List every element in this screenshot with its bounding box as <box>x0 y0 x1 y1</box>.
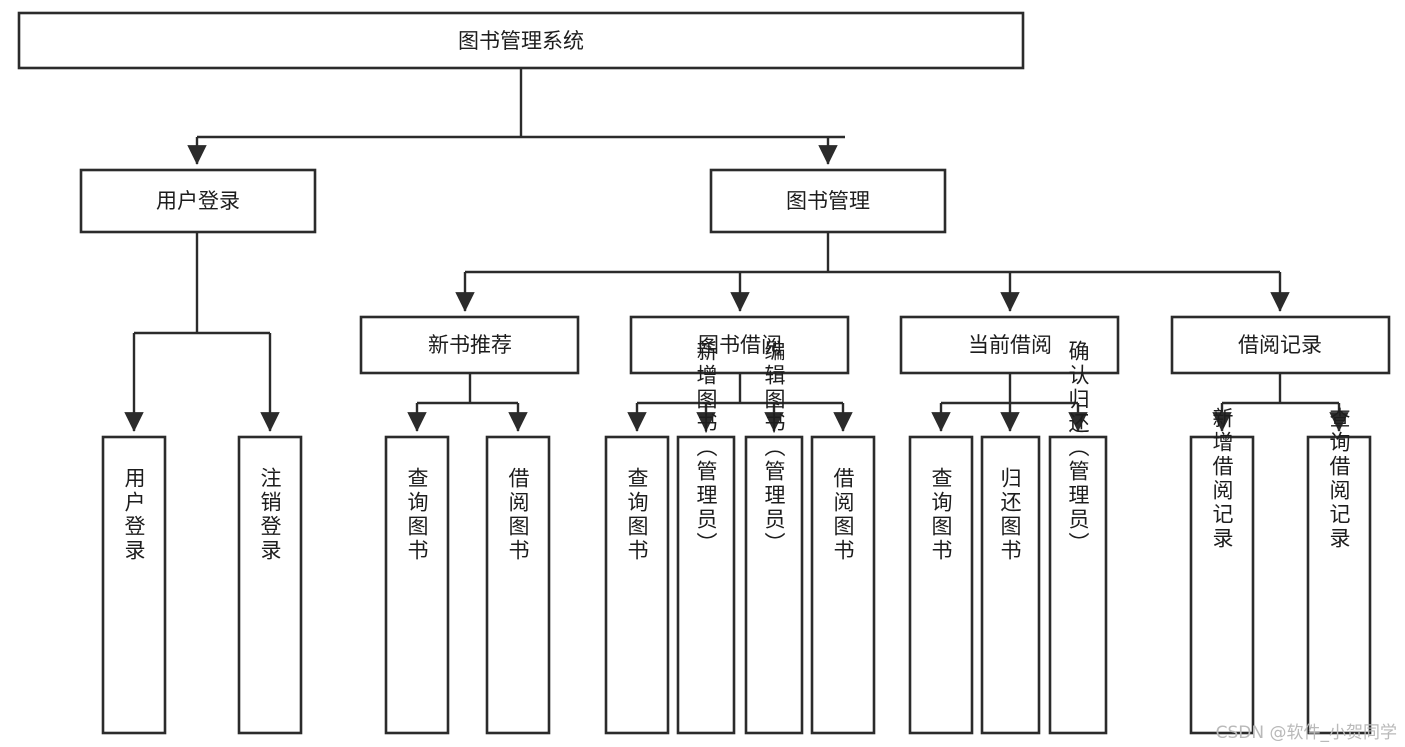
connector-new-book-rec-to-leaves <box>407 373 528 432</box>
leaf-user-login-label: 用户登录 <box>122 467 146 563</box>
leaf-borrow-book-borrowing[interactable]: 借阅图书 <box>810 435 876 735</box>
leaf-query-borrow-record-label: 查询借阅记录 <box>1327 407 1351 551</box>
node-borrowing-record-label: 借阅记录 <box>1238 333 1322 357</box>
leaf-query-book-borrowing[interactable]: 查询图书 <box>604 435 670 735</box>
node-current-borrowing-label: 当前借阅 <box>968 333 1052 357</box>
node-root-system-label: 图书管理系统 <box>458 29 584 53</box>
leaf-add-borrow-record-label: 新增借阅记录 <box>1210 407 1234 551</box>
leaf-query-book-borrowing-label: 查询图书 <box>625 467 649 563</box>
node-borrowing-record[interactable]: 借阅记录 <box>1170 315 1391 375</box>
leaf-edit-book-admin-label: 编辑图书（管理员） <box>762 340 786 556</box>
leaf-add-borrow-record[interactable]: 新增借阅记录 <box>1189 407 1255 735</box>
leaf-logout[interactable]: 注销登录 <box>237 435 303 735</box>
node-new-book-recommendation[interactable]: 新书推荐 <box>359 315 580 375</box>
node-user-login-label: 用户登录 <box>156 189 240 213</box>
leaf-query-book-current-label: 查询图书 <box>929 467 953 563</box>
node-user-login[interactable]: 用户登录 <box>79 168 317 234</box>
leaf-add-book-admin-label: 新增图书（管理员） <box>694 340 718 556</box>
connector-root-to-level2 <box>187 68 845 165</box>
leaf-user-login[interactable]: 用户登录 <box>101 435 167 735</box>
node-new-book-recommendation-label: 新书推荐 <box>428 333 512 357</box>
connector-current-borrow-to-leaves <box>931 373 1088 432</box>
connector-user-login-to-leaves <box>124 232 280 432</box>
leaf-borrow-book-new-rec[interactable]: 借阅图书 <box>485 435 551 735</box>
leaf-query-book-new-rec-label: 查询图书 <box>405 467 429 563</box>
leaf-edit-book-admin[interactable]: 编辑图书（管理员） <box>744 340 804 735</box>
node-root-system[interactable]: 图书管理系统 <box>17 11 1025 70</box>
leaf-query-book-current[interactable]: 查询图书 <box>908 435 974 735</box>
leaf-logout-label: 注销登录 <box>258 467 282 563</box>
connector-book-mgmt-to-level3 <box>455 232 1290 312</box>
connector-borrow-record-to-leaves <box>1212 373 1349 432</box>
node-book-borrowing-label: 图书借阅 <box>698 333 782 357</box>
leaf-borrow-book-borrowing-label: 借阅图书 <box>831 467 855 563</box>
leaf-confirm-return-admin-label: 确认归还（管理员） <box>1066 340 1090 556</box>
leaf-add-book-admin[interactable]: 新增图书（管理员） <box>676 340 736 735</box>
node-book-borrowing[interactable]: 图书借阅 <box>629 315 850 375</box>
connector-book-borrow-to-leaves <box>627 373 853 432</box>
node-book-management[interactable]: 图书管理 <box>709 168 947 234</box>
leaf-query-borrow-record[interactable]: 查询借阅记录 <box>1306 407 1372 735</box>
leaf-borrow-book-new-rec-label: 借阅图书 <box>506 467 530 563</box>
leaf-return-book-label: 归还图书 <box>998 467 1022 563</box>
leaf-return-book[interactable]: 归还图书 <box>980 435 1041 735</box>
node-current-borrowing[interactable]: 当前借阅 <box>899 315 1120 375</box>
leaf-query-book-new-rec[interactable]: 查询图书 <box>384 435 450 735</box>
node-book-management-label: 图书管理 <box>786 189 870 213</box>
leaf-confirm-return-admin[interactable]: 确认归还（管理员） <box>1048 340 1108 735</box>
